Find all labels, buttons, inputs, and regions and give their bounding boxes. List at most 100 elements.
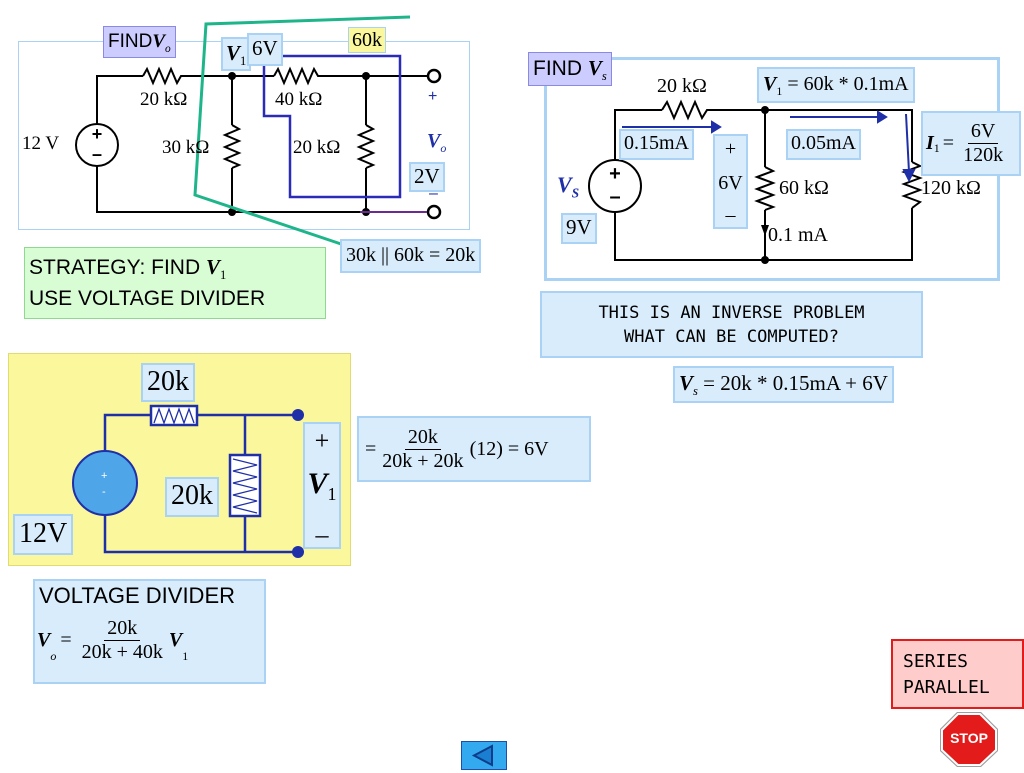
r-mid-box: 20k [165,477,219,517]
tr-r1-label: 20 kΩ [657,75,707,97]
inverse-line1: THIS IS AN INVERSE PROBLEM [598,303,865,323]
strategy-line2: USE VOLTAGE DIVIDER [29,287,266,310]
vs-lhs-sub: s [693,384,698,399]
box-60k: 60k [348,27,386,53]
v1-sub: 1 [327,484,337,504]
vd-rhs-var: V [168,629,183,651]
vo-value-box: 2V [409,162,445,192]
v1-fraction-den: 20k + 20k [382,449,464,472]
vo-minus: – [429,185,438,202]
vs-source-icon [588,159,642,213]
top-left-circuit-diagram: + – [75,15,442,249]
voltage-divider-title: VOLTAGE DIVIDER [39,583,236,608]
r-top-text: 20k [147,366,189,397]
tr-6v-plus: + [724,138,737,160]
v1-sub: 1 [240,54,247,69]
equivalent-circuit-diagram [72,404,304,558]
v1-var: V [226,41,241,65]
find-var: V [152,31,166,52]
vd-eq: = [60,629,72,651]
parallel-equation-box: 30k || 60k = 20k [340,239,482,273]
tr-i1-num: 6V [967,120,999,144]
series-parallel-button[interactable]: SERIES PARALLEL [891,639,1024,709]
vd-den: 20k + 40k [81,641,163,663]
vs-formula-box: Vs = 20k * 0.15mA + 6V [673,366,894,403]
source-12v-box: 12V [13,514,74,555]
v1-plus: + [314,426,330,455]
tr-vs-sub: S [571,185,580,201]
r3-label: 40 kΩ [275,89,323,110]
tr-v1-var: V [763,73,777,95]
v1-fraction-num: 20k [404,426,441,450]
tr-v1-sub: 1 [776,84,783,98]
parallel-text: PARALLEL [903,677,990,698]
find-vs-sub: s [601,69,607,84]
v1-fraction: 20k 20k + 20k [379,426,466,473]
strategy-sub: 1 [220,268,227,283]
svg-text:+: + [609,163,621,185]
vo-var: V [427,130,441,152]
vo-label: Vo [427,130,446,156]
inverse-problem-note: THIS IS AN INVERSE PROBLEM WHAT CAN BE C… [540,291,923,358]
find-vo-label: FINDVo [103,26,176,58]
r-mid-text: 20k [171,480,213,511]
tr-i-mid-box: 0.05mA [786,129,861,160]
v1-var: V [307,467,328,500]
tr-vs-var: V [557,172,572,197]
svg-text:–: – [92,144,102,164]
r4-label: 20 kΩ [293,137,341,158]
v1-output-box: + V1 – [303,422,341,549]
v1-formula-eq: = [365,437,377,460]
r1-label: 20 kΩ [140,89,188,110]
tr-vs-value-box: 9V [561,213,597,244]
source-12v-label: 12 V [22,133,60,154]
r-top-box: 20k [141,363,195,402]
vd-rhs-sub: 1 [182,649,189,663]
equivalent-source-plus: + [101,470,108,482]
tr-i-left-box: 0.15mA [619,129,694,160]
strategy-var: V [205,255,220,279]
v1-minus: – [315,520,329,549]
find-vs-text: FIND [533,57,582,80]
tr-vs-label: VS [557,172,579,201]
v1-formula-tail: (12) = 6V [469,437,549,460]
find-sub: o [165,42,171,55]
stop-sign-icon [940,712,998,767]
source-12v-text: 12V [19,518,68,549]
strategy-box: STRATEGY: FIND V1 USE VOLTAGE DIVIDER [24,247,326,319]
vo-sub: o [440,141,447,155]
resistor-zigzags [142,66,376,169]
inverse-line2: WHAT CAN BE COMPUTED? [624,327,839,347]
find-vs-var: V [587,56,602,80]
tr-6v-box: + 6V – [713,134,748,229]
vd-num: 20k [104,617,141,641]
blue-outline [262,54,402,199]
equivalent-source-minus: - [102,486,106,498]
tr-i-down-label: 0.1 mA [768,224,828,246]
find-vs-label: FIND Vs [528,52,612,86]
tr-r3-label: 120 kΩ [921,177,981,199]
svg-text:–: – [609,186,620,208]
vo-plus: + [428,88,438,105]
strategy-line1: STRATEGY: FIND V1 [29,251,321,283]
tr-i1-fraction: 6V 120k [960,120,1006,167]
back-button[interactable] [461,741,507,770]
strategy-prefix: STRATEGY: FIND [29,256,201,279]
equivalent-source-icon [72,450,138,516]
v1-var-label: V1 [305,466,339,512]
tr-v1-rhs: = 60k * 0.1mA [787,73,909,95]
vd-lhs-var: V [37,629,51,651]
tr-r2-label: 60 kΩ [779,177,829,199]
teal-cut-line [193,15,411,249]
stop-label: STOP [950,730,988,746]
vd-fraction: 20k 20k + 40k [79,617,166,664]
stop-button[interactable]: STOP [939,711,999,768]
tr-i1-sub: 1 [933,141,940,155]
tr-v1-equation-box: V1 = 60k * 0.1mA [757,67,915,103]
series-text: SERIES [903,651,969,672]
tr-6v-value: 6V [718,172,743,194]
text-60k: 60k [352,29,382,51]
back-arrow-icon [471,744,493,767]
